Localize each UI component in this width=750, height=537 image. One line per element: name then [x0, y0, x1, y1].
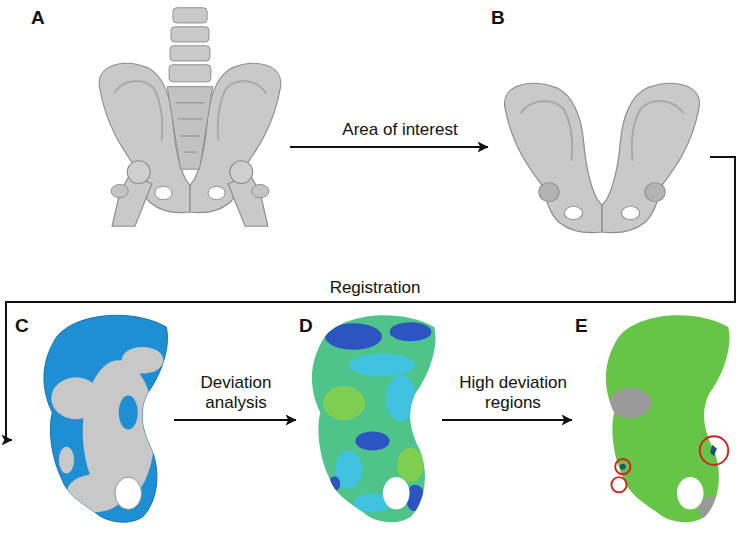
illustration-part: [228, 161, 269, 227]
illustration-part: [111, 161, 152, 227]
flow-arrow: [290, 146, 488, 148]
illustration-part: [610, 388, 730, 523]
illustration-part: [167, 87, 213, 170]
illustration-part: [386, 375, 416, 421]
illustration-part: [611, 477, 626, 492]
illustration-part: [610, 388, 652, 418]
illustration-part: [51, 377, 100, 419]
illustration-part: [620, 464, 626, 470]
illustration-part: [122, 347, 164, 374]
panel-letter: E: [572, 314, 591, 339]
illustration-part: [700, 436, 729, 465]
flow-arrow: [6, 157, 735, 440]
illustration-part: [329, 476, 340, 491]
illustration-part: [44, 315, 168, 522]
panel-letter: C: [12, 314, 32, 339]
illustration-part: [323, 386, 365, 420]
figure-panel: C: [12, 314, 174, 532]
arrow-label: Deviation analysis: [181, 373, 291, 413]
illustration-part: [602, 83, 699, 232]
arrow-label: Area of interest: [315, 120, 485, 140]
arrow-label: Registration: [305, 278, 445, 298]
illustration-part: [170, 46, 210, 61]
illustration-part: [710, 445, 717, 456]
illustration-part: [325, 323, 382, 350]
illustration-part: [390, 322, 432, 341]
deviation-map-render: [312, 315, 436, 522]
illustration-part: [505, 83, 602, 232]
illustration-part: [115, 477, 142, 509]
illustration-part: [606, 315, 730, 522]
panel-letter: A: [28, 6, 48, 31]
arrow-label: High deviation regions: [447, 373, 579, 413]
illustration-part: [355, 432, 389, 451]
illustration-part: [699, 496, 729, 523]
figure-panel: B: [488, 6, 710, 234]
illustration-part: [677, 477, 704, 509]
figure-panel: E: [572, 314, 742, 532]
high-deviation-render: [606, 315, 730, 522]
flow-arrow: [442, 419, 572, 421]
illustration-part: [51, 347, 163, 512]
illustration-part: [171, 27, 209, 42]
panel-letter: D: [296, 314, 316, 339]
illustration-part: [397, 448, 424, 482]
pelvis-crop-render: [505, 83, 700, 232]
illustration-part: [176, 103, 205, 152]
illustration-part: [349, 354, 416, 377]
illustration-part: [383, 477, 410, 509]
flow-arrow: [174, 419, 296, 421]
registration-render: [44, 315, 168, 522]
figure-panel: A: [28, 6, 290, 228]
illustration-part: [169, 65, 211, 82]
illustration-part: [173, 8, 207, 23]
illustration-part: [59, 447, 74, 474]
figure-panel: D: [296, 314, 442, 532]
panel-letter: B: [488, 6, 508, 31]
illustration-part: [323, 322, 431, 512]
illustration-part: [615, 459, 630, 474]
illustration-part: [312, 315, 436, 522]
illustration-part: [119, 395, 138, 429]
pelvis-render: [99, 8, 281, 227]
